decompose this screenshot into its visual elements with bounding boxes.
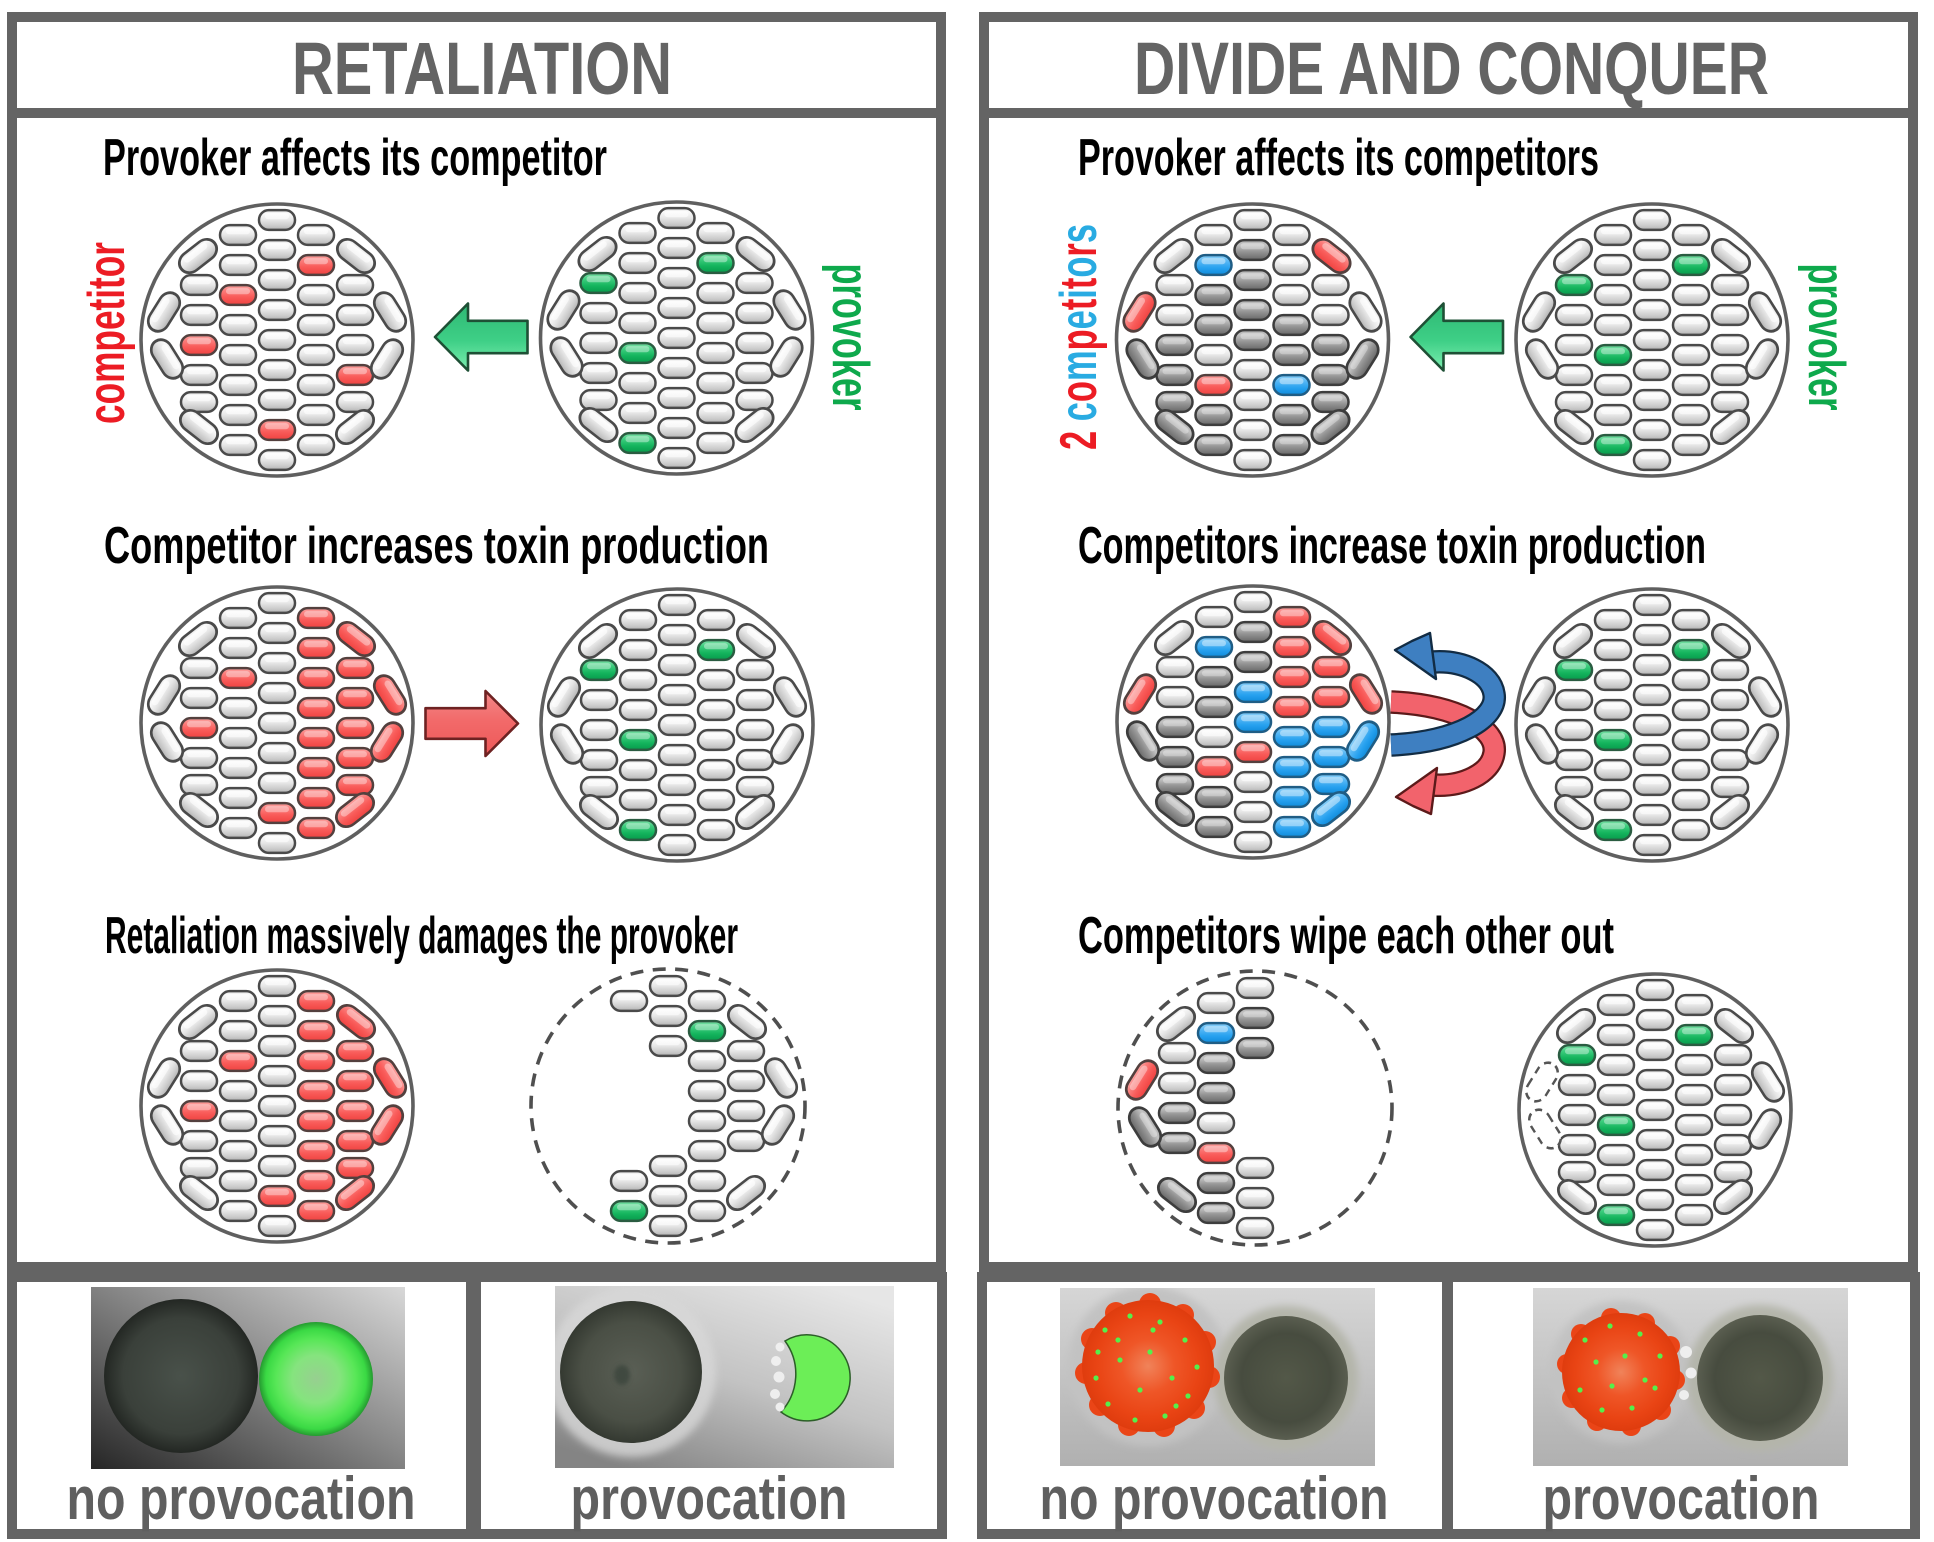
svg-text:provoker: provoker <box>821 264 879 411</box>
svg-text:provocation: provocation <box>571 1465 848 1532</box>
svg-text:Provoker affects its competito: Provoker affects its competitor <box>103 129 607 187</box>
svg-text:provoker: provoker <box>1797 264 1855 411</box>
svg-text:Retaliation massively damages: Retaliation massively damages the provok… <box>105 907 738 965</box>
svg-text:Competitor increases toxin pro: Competitor increases toxin production <box>104 517 769 575</box>
svg-text:2 competitors: 2 competitors <box>1050 224 1108 450</box>
svg-text:no provocation: no provocation <box>1040 1465 1389 1532</box>
svg-text:RETALIATION: RETALIATION <box>292 27 672 110</box>
svg-text:competitor: competitor <box>78 242 136 424</box>
svg-text:DIVIDE AND CONQUER: DIVIDE AND CONQUER <box>1134 27 1769 110</box>
svg-text:Competitors increase toxin pro: Competitors increase toxin production <box>1078 517 1706 575</box>
svg-text:Provoker affects its competito: Provoker affects its competitors <box>1078 129 1599 187</box>
svg-text:provocation: provocation <box>1543 1465 1820 1532</box>
svg-text:Competitors wipe each other ou: Competitors wipe each other out <box>1078 907 1614 965</box>
svg-text:no provocation: no provocation <box>67 1465 416 1532</box>
